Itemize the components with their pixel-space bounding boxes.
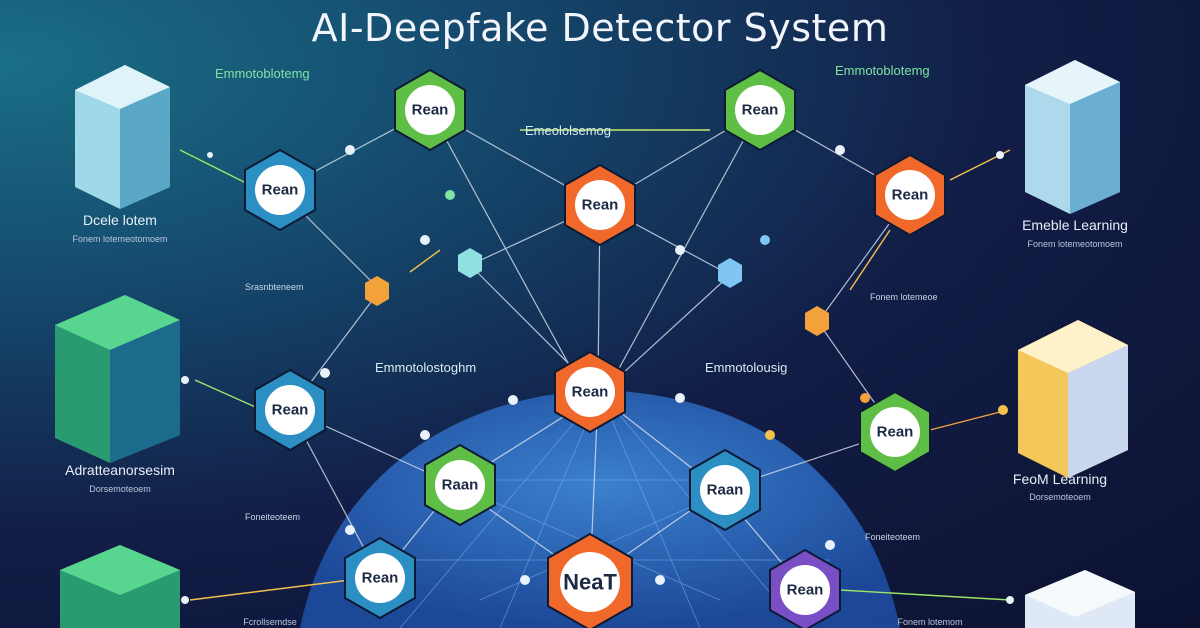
node-label: Rean <box>572 384 609 401</box>
side-cube-left-mid <box>55 295 180 463</box>
node-hexagon: Rean <box>344 536 416 620</box>
right-mid-label: FeoM Learning <box>1013 471 1107 487</box>
node-hexagon: Rean <box>874 153 946 237</box>
side-cube-left-top <box>75 65 170 209</box>
small-cubes <box>365 248 829 336</box>
node-label: NeaT <box>563 570 617 595</box>
left-top-label: Dcele lotem <box>83 212 157 228</box>
node-label: Rean <box>272 402 309 419</box>
right-top-label: Emeble Learning <box>1022 217 1128 233</box>
left-mid-sub: Dorsemoteoem <box>89 484 151 494</box>
node-label: Rean <box>262 182 299 199</box>
annotation-top-right: Emmotoblotemg <box>835 63 930 78</box>
node-label: Rean <box>362 570 399 587</box>
side-cube-left-bottom <box>60 545 180 628</box>
annotation-top-left: Emmotoblotemg <box>215 66 310 81</box>
annotation-mid-left: Emmotolostoghm <box>375 360 476 375</box>
node-hexagon-main: NeaT <box>547 532 633 628</box>
node-hexagon: Rean <box>244 148 316 232</box>
page-title: AI-Deepfake Detector System <box>311 6 889 50</box>
right-top-sub: Fonem lotemeotomoem <box>1027 239 1122 249</box>
note-right-mid: Foneiteoteem <box>865 532 920 542</box>
node-label: Rean <box>877 424 914 441</box>
node-label: Raan <box>707 482 744 499</box>
node-hexagon: Rean <box>724 68 796 152</box>
node-hexagon: Rean <box>564 163 636 247</box>
node-label: Rean <box>582 197 619 214</box>
node-label: Rean <box>787 582 824 599</box>
node-hexagon: Raan <box>689 448 761 532</box>
junction-dots <box>181 145 1014 604</box>
node-hexagon: Rean <box>859 390 931 474</box>
note-left-top: Srasnbteneem <box>245 282 304 292</box>
node-hexagon: Rean <box>394 68 466 152</box>
left-mid-label: Adratteanorsesim <box>65 462 175 478</box>
node-label: Rean <box>742 102 779 119</box>
side-cube-right-bottom <box>1025 570 1135 628</box>
side-cube-right-mid <box>1018 320 1128 478</box>
left-top-sub: Fonem lotemeotomoem <box>72 234 167 244</box>
node-hexagon: Raan <box>424 443 496 527</box>
node-label: Rean <box>892 187 929 204</box>
left-bottom-label: Fcrollsemdse <box>243 617 297 627</box>
side-cube-right-top <box>1025 60 1120 214</box>
node-label: Rean <box>412 102 449 119</box>
annotation-mid-right: Emmotolousig <box>705 360 787 375</box>
node-label: Raan <box>442 477 479 494</box>
node-hexagon: Rean <box>254 368 326 452</box>
node-hexagon: Rean <box>554 350 626 434</box>
node-hexagon: Rean <box>769 548 841 628</box>
right-bottom-sub: Fonem lotemom <box>897 617 962 627</box>
note-left-mid: Foneiteoteem <box>245 512 300 522</box>
note-right-top: Fonem lotemeoe <box>870 292 938 302</box>
accent-wires <box>179 129 1011 601</box>
annotation-mid-top: Emeololsemog <box>525 123 611 138</box>
right-mid-sub: Dorsemoteoem <box>1029 492 1091 502</box>
